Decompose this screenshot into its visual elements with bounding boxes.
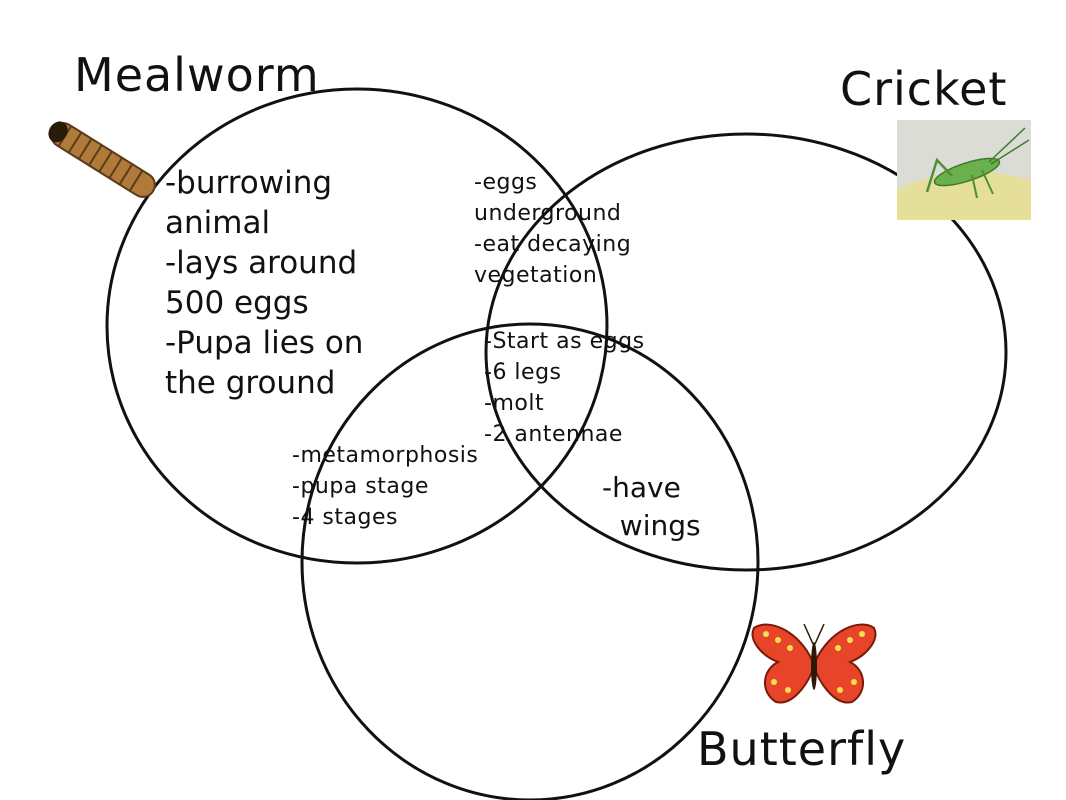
mealworm-circle <box>105 87 609 565</box>
cricket-icon <box>897 120 1031 220</box>
butterfly-title: Butterfly <box>697 722 907 776</box>
mealworm-icon <box>48 121 156 198</box>
cricket-circle <box>484 132 1008 572</box>
butterfly-circle <box>300 322 760 800</box>
mealworm-only-traits: -burrowing animal -lays around 500 eggs … <box>165 165 364 401</box>
mealworm-cricket-traits: -eggs underground -eat decaying vegetati… <box>474 170 632 288</box>
mealworm-butterfly-traits: -metamorphosis -pupa stage -4 stages <box>292 443 479 530</box>
shared-traits-all: -Start as eggs -6 legs -molt -2 antennae <box>484 329 645 447</box>
cricket-butterfly-traits: -have wings <box>602 471 701 542</box>
cricket-title: Cricket <box>840 62 1008 116</box>
mealworm-title: Mealworm <box>74 48 320 102</box>
butterfly-icon <box>751 623 877 704</box>
